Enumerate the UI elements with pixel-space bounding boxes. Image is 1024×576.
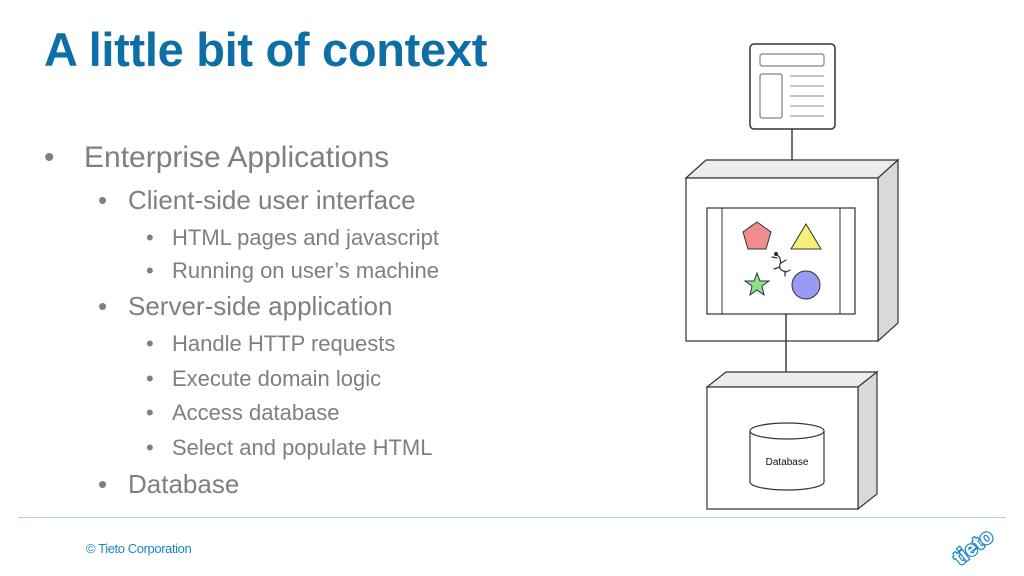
bullet-item: • Execute domain logic <box>146 365 382 393</box>
bullet-dot: • <box>146 331 154 356</box>
bullet-item: • HTML pages and javascript <box>146 224 439 252</box>
bullet-dot: • <box>146 225 154 250</box>
bullet-text: Enterprise Applications <box>84 141 390 174</box>
database-icon: Database <box>749 422 825 491</box>
triangle-icon <box>790 223 822 250</box>
bullet-dot: • <box>98 185 108 215</box>
footer-divider <box>18 517 1006 518</box>
bullet-item: • Client-side user interface <box>98 184 416 216</box>
star-icon <box>743 271 771 297</box>
bullet-dot: • <box>146 400 154 425</box>
logo-text: tieto <box>950 525 998 570</box>
bullet-dot: • <box>146 366 154 391</box>
bullet-item: • Running on user’s machine <box>146 257 440 285</box>
bullet-dot: • <box>146 258 154 283</box>
tieto-logo: tieto <box>950 523 999 571</box>
bullet-dot: • <box>98 291 108 321</box>
bullet-text: Database <box>128 469 240 499</box>
bullet-text: HTML pages and javascript <box>172 225 439 250</box>
slide-title: A little bit of context <box>44 23 488 76</box>
bullet-item: • Database <box>98 468 240 500</box>
bullet-text: Select and populate HTML <box>172 435 433 460</box>
bullet-text: Access database <box>172 400 340 425</box>
copyright-text: © Tieto Corporation <box>86 541 192 556</box>
pentagon-icon <box>742 221 772 250</box>
document-icon <box>749 43 836 130</box>
bullet-item: • Access database <box>146 399 340 427</box>
bullet-dot: • <box>146 435 154 460</box>
bullet-text: Client-side user interface <box>128 185 416 215</box>
application-component <box>706 207 856 315</box>
lizard-icon <box>771 251 791 277</box>
bullet-text: Execute domain logic <box>172 366 382 391</box>
circle-icon <box>791 270 821 300</box>
bullet-dot: • <box>44 141 55 174</box>
bullet-item: • Select and populate HTML <box>146 434 433 462</box>
bullet-text: Handle HTTP requests <box>172 331 396 356</box>
bullet-item: • Server-side application <box>98 290 393 322</box>
bullet-item: • Handle HTTP requests <box>146 330 396 358</box>
bullet-text: Server-side application <box>128 291 393 321</box>
bullet-text: Running on user’s machine <box>172 258 440 283</box>
database-label: Database <box>766 457 809 468</box>
bullet-item: • Enterprise Applications <box>44 140 390 176</box>
bullet-dot: • <box>98 469 108 499</box>
